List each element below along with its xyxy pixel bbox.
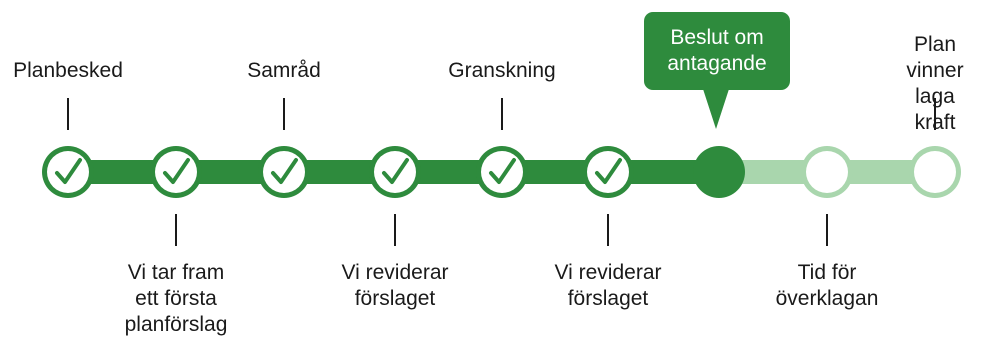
callout-pointer [703,89,729,129]
step-label: Vi reviderar förslaget [554,261,662,310]
step-node-inner [914,151,956,193]
step-node-inner [587,151,629,193]
step-label: Tid för överklagan [775,261,879,310]
step-node-inner [263,151,305,193]
checkmark-icon [163,158,190,184]
step-label: Vi tar fram ett första planförslag [124,261,228,336]
step-label: Granskning [448,59,556,82]
step-node-inner [47,151,89,193]
checkmark-icon [595,158,622,184]
step-label: Planbesked [13,59,123,82]
step-label: Vi reviderar förslaget [341,261,449,310]
checkmark-icon [271,158,298,184]
step-node-inner [155,151,197,193]
step-label: Samråd [247,59,321,82]
step-node-inner [481,151,523,193]
checkmark-icon [382,158,409,184]
checkmark-icon [489,158,516,184]
checkmark-icon [55,158,82,184]
step-node-current [693,146,745,198]
step-node-inner [374,151,416,193]
current-step-label: Beslut om antagande [667,26,767,75]
current-step-callout: Beslut om antagande [644,12,790,90]
step-label: Plan vinner laga kraft [906,33,964,134]
step-node-inner [806,151,848,193]
